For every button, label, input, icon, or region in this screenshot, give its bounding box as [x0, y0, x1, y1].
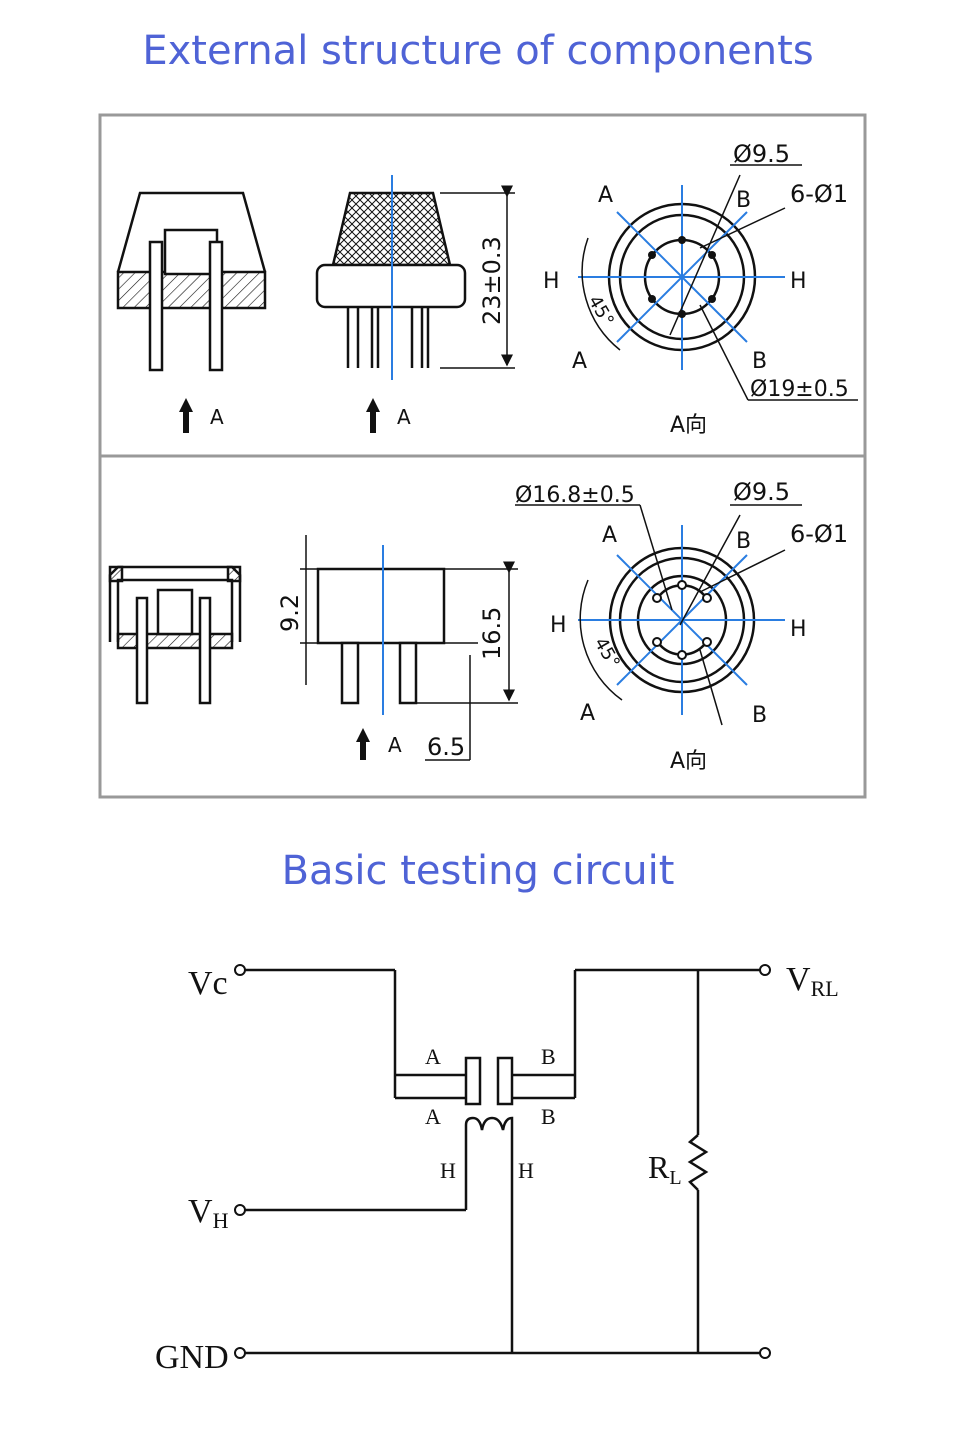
bottom-side-view: [300, 535, 518, 761]
top-bottom-view: [578, 164, 858, 401]
circuit-pin-A1: A: [425, 1044, 441, 1069]
terminal-icons: [234, 964, 771, 1359]
top-dia-19: Ø19±0.5: [750, 377, 849, 402]
sensor-element: [464, 1056, 514, 1106]
top-pin-dots: [648, 236, 716, 318]
bottom-section-view: [108, 565, 242, 705]
top-pin-A2: A: [572, 349, 587, 374]
top-arrow-icon: [179, 398, 380, 433]
bottom-drawing-frame: [98, 454, 867, 799]
bottom-pin-B2: B: [752, 703, 767, 728]
gnd-label: GND: [155, 1339, 229, 1376]
vc-label: Vc: [188, 965, 228, 1002]
circuit-title: Basic testing circuit: [281, 848, 675, 894]
top-pin-B1: B: [736, 188, 751, 213]
bottom-arrow-icon: [356, 728, 370, 760]
bottom-cap-height: 9.2: [276, 594, 304, 632]
bottom-angle: 45°: [590, 634, 624, 672]
top-pin-H1: H: [543, 269, 560, 294]
bottom-arrow-label: A: [388, 733, 402, 757]
bottom-pin-len: 6.5: [427, 733, 465, 761]
bottom-pin-B1: B: [736, 529, 751, 554]
bottom-height-dim: 16.5: [478, 607, 506, 660]
circuit-wires: [245, 968, 760, 1355]
circuit-pin-A2: A: [425, 1104, 441, 1129]
top-section-view: [116, 191, 267, 372]
circuit-pin-H1: H: [440, 1158, 456, 1183]
top-side-view: [315, 175, 515, 380]
vrl-label: VRL: [786, 961, 839, 1001]
bottom-pin-H2: H: [790, 617, 807, 642]
top-arrow-label-2: A: [397, 405, 411, 429]
top-dia-9-5: Ø9.5: [733, 140, 790, 168]
bottom-pin-dots: [652, 580, 712, 660]
bottom-view-label: A向: [670, 749, 707, 774]
top-pin-B2: B: [752, 349, 767, 374]
structure-title: External structure of components: [142, 28, 814, 74]
bottom-pin-A2: A: [580, 701, 595, 726]
top-pins-dim: 6-Ø1: [790, 180, 848, 208]
bottom-pin-A1: A: [602, 523, 617, 548]
bottom-dia-9-5: Ø9.5: [733, 478, 790, 506]
top-view-label: A向: [670, 413, 707, 438]
bottom-pins-dim: 6-Ø1: [790, 520, 848, 548]
bottom-dia-16-8: Ø16.8±0.5: [515, 483, 635, 508]
bottom-pin-H1: H: [550, 613, 567, 638]
top-pin-H2: H: [790, 269, 807, 294]
vh-label: VH: [188, 1193, 229, 1233]
circuit-pin-B1: B: [541, 1044, 556, 1069]
top-arrow-label: A: [210, 405, 224, 429]
circuit-pin-H2: H: [518, 1158, 534, 1183]
rl-label: RL: [648, 1149, 682, 1189]
top-pin-A1: A: [598, 183, 613, 208]
circuit-pin-B2: B: [541, 1104, 556, 1129]
top-height-dim: 23±0.3: [478, 236, 506, 325]
